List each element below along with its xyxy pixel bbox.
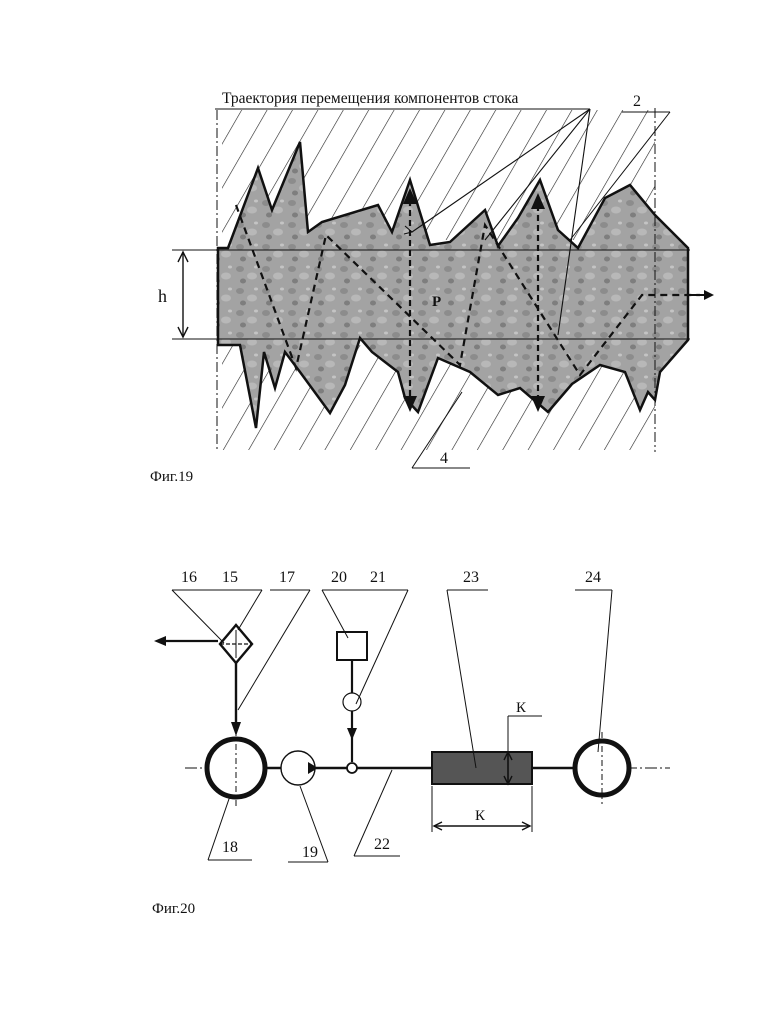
callout-24: 24 xyxy=(585,569,601,586)
callout-20: 20 xyxy=(331,569,347,586)
h-label: h xyxy=(158,286,167,306)
callout-21: 21 xyxy=(370,569,386,586)
callout-15: 15 xyxy=(222,569,238,586)
k-horizontal-dimension: К xyxy=(432,786,532,832)
p-label: P xyxy=(432,294,441,310)
callout-16: 16 xyxy=(181,569,197,586)
fig20-caption: Фиг.20 xyxy=(152,901,195,917)
callout-19: 19 xyxy=(302,844,318,861)
callout-23: 23 xyxy=(463,569,479,586)
treatment-element-23 xyxy=(432,752,532,784)
callouts-bottom: 18 19 22 xyxy=(222,836,390,861)
filter-separator-15-16 xyxy=(220,625,252,663)
callout-4: 4 xyxy=(440,450,448,467)
figure-20: К К 16 15 17 20 21 23 24 xyxy=(152,569,670,917)
outlet-arrow-icon xyxy=(154,636,166,646)
callouts-top: 16 15 17 20 21 23 24 xyxy=(181,569,601,586)
fig19-caption: Фиг.19 xyxy=(150,469,193,485)
dosing-tank-20 xyxy=(337,632,367,660)
vessel-24 xyxy=(575,732,629,804)
callout-17: 17 xyxy=(279,569,295,586)
callout-18: 18 xyxy=(222,839,238,856)
dosing-arrow-icon xyxy=(347,728,357,740)
callout-2: 2 xyxy=(633,93,641,110)
figure-19: h P Траектория перемещения компонентов с… xyxy=(150,90,712,485)
vessel-18 xyxy=(207,730,265,806)
dosing-pump-21 xyxy=(343,693,361,711)
fig19-title: Траектория перемещения компонентов стока xyxy=(222,90,519,107)
k-vertical-label: К xyxy=(516,700,527,716)
junction-node xyxy=(347,763,357,773)
h-dimension: h xyxy=(158,252,188,337)
pump-19 xyxy=(281,751,318,785)
k-horizontal-label: К xyxy=(475,808,486,824)
callout-22: 22 xyxy=(374,836,390,853)
